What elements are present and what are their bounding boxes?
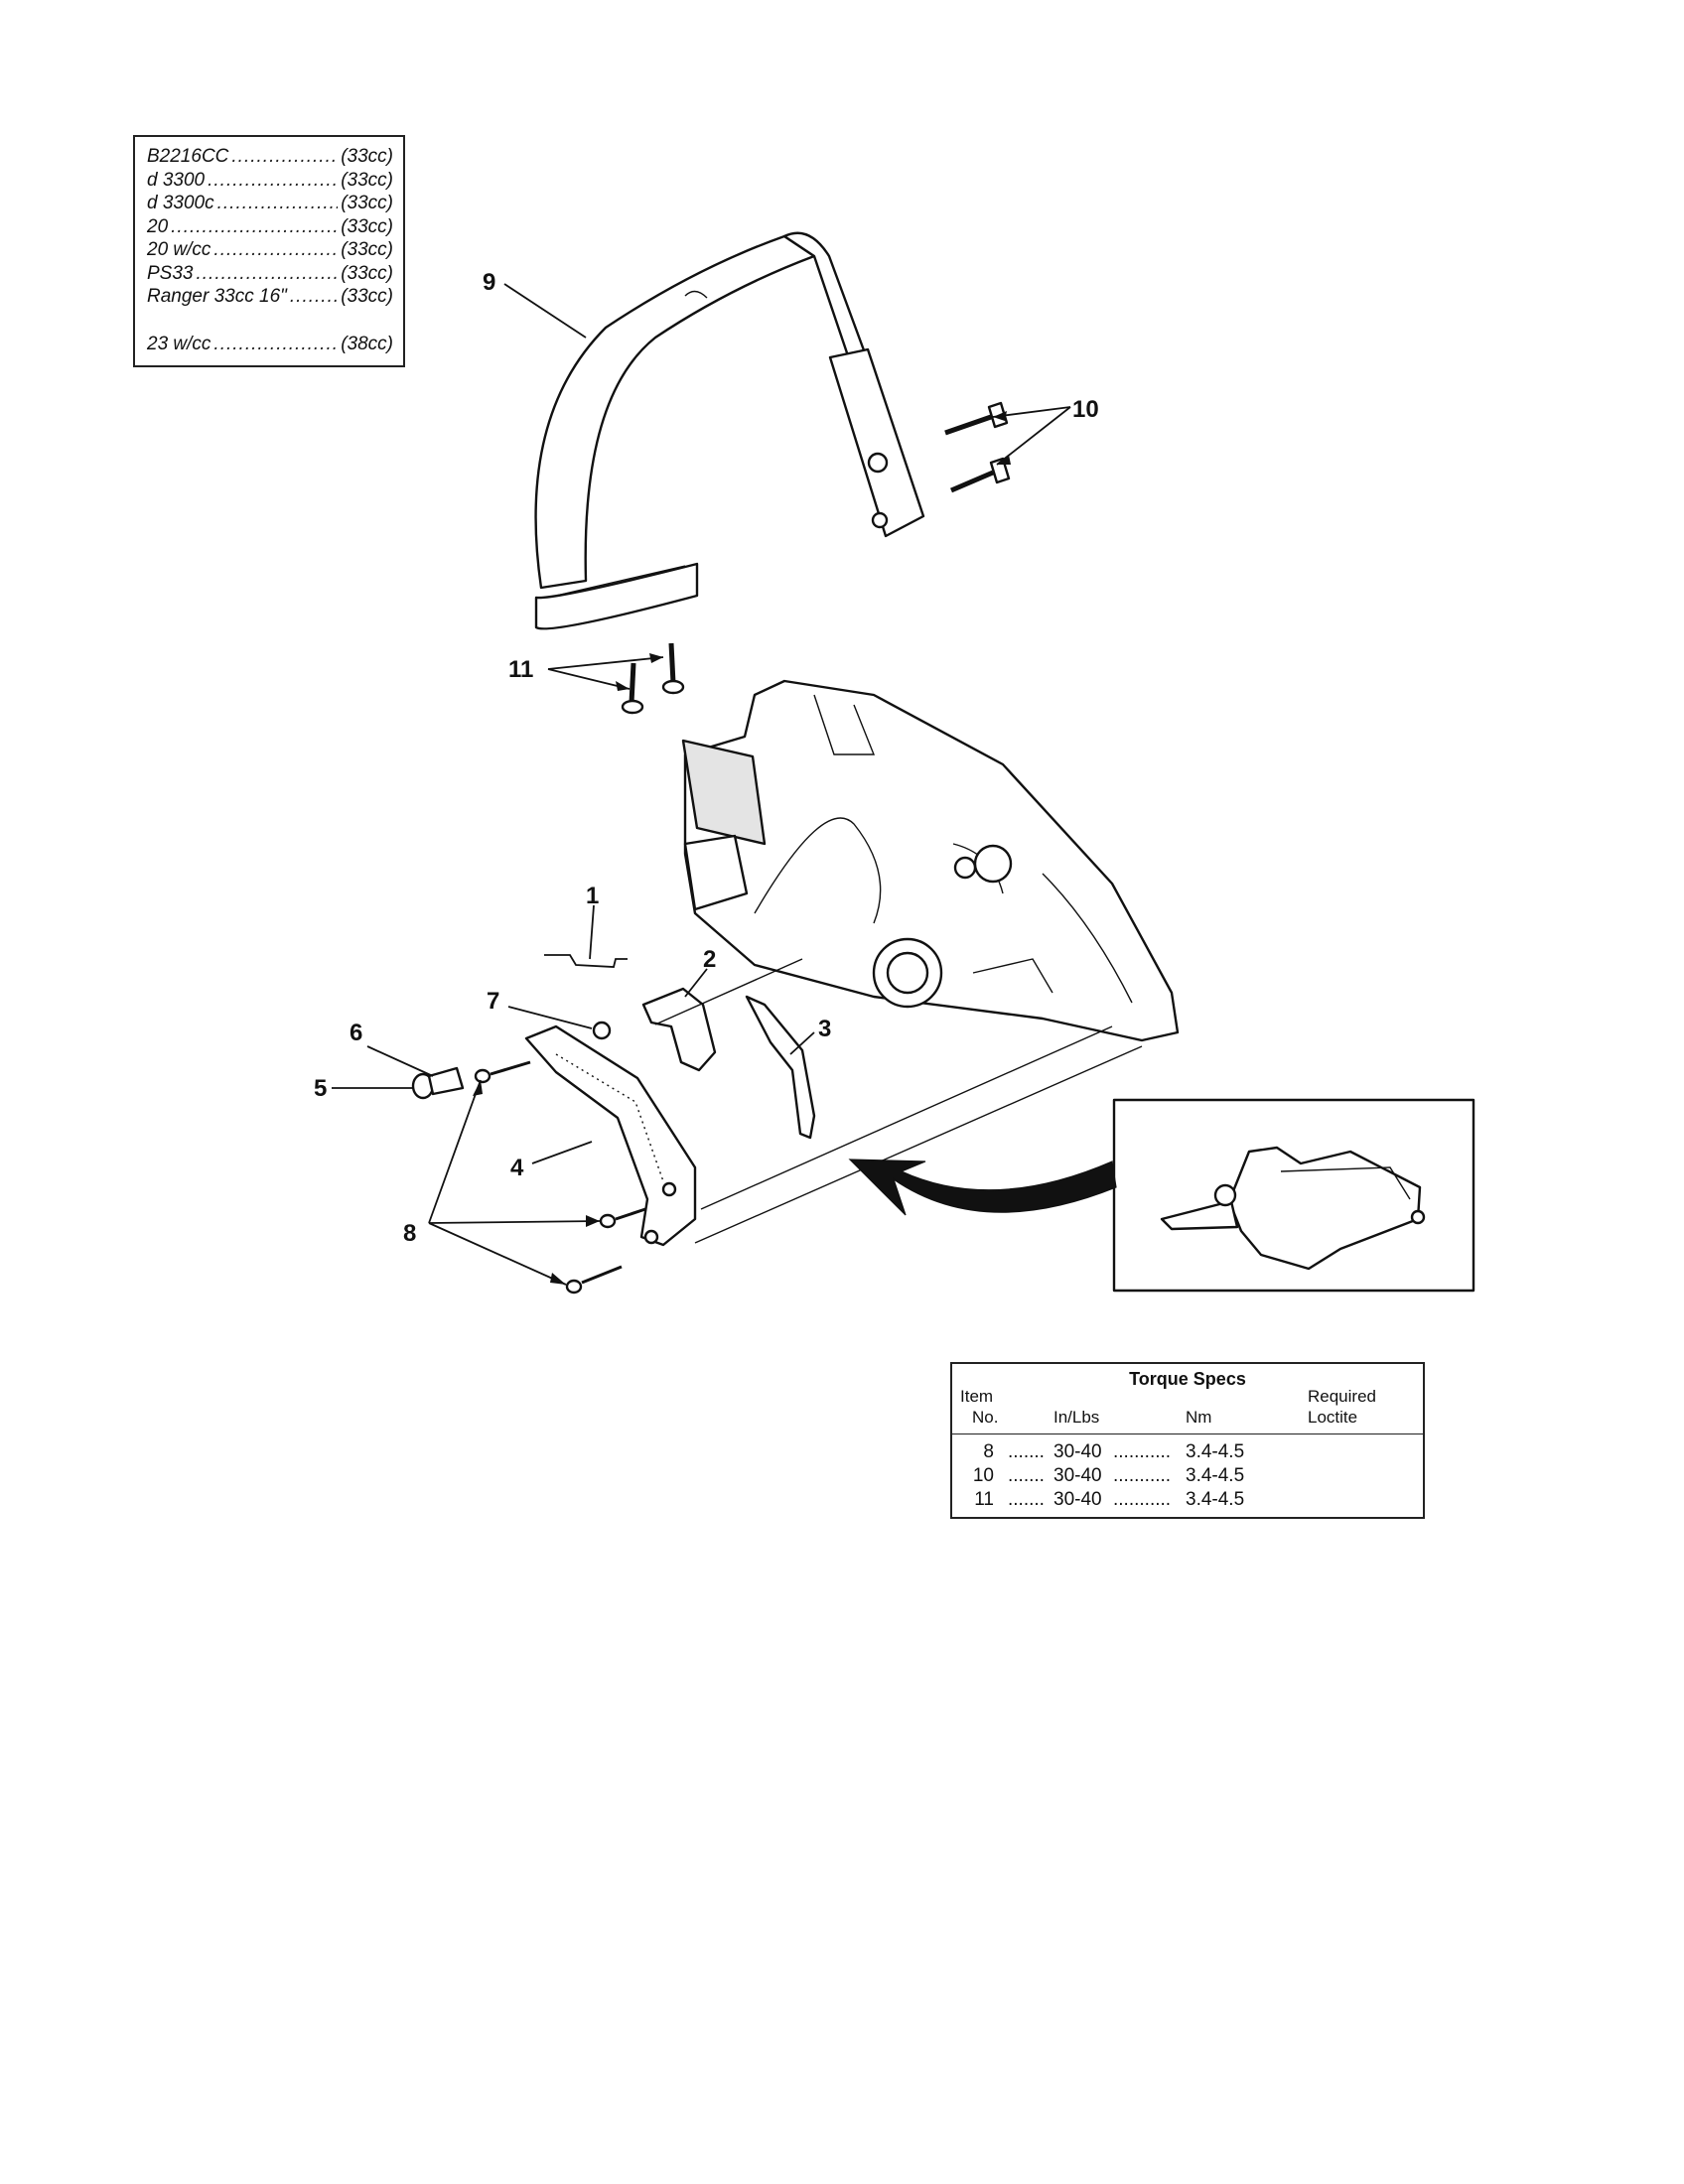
trigger-link-3 <box>745 995 816 1140</box>
callout-11: 11 <box>508 656 533 683</box>
screw-5-and-spring-6 <box>411 1066 465 1100</box>
callout-5: 5 <box>314 1075 327 1102</box>
screw-11-right <box>661 642 685 695</box>
callout-6: 6 <box>350 1020 362 1046</box>
model-row: 23 w/cc(38cc) <box>147 333 393 356</box>
detail-inset <box>1112 1098 1475 1293</box>
callout-4: 4 <box>510 1155 524 1181</box>
header-item: Item <box>960 1387 994 1406</box>
crankcase-housing <box>681 679 1180 1042</box>
torque-row: 10 30-40 3.4-4.5 <box>952 1465 1423 1489</box>
screws-8 <box>474 1060 646 1295</box>
handle-cover-4 <box>524 1024 697 1247</box>
callout-10: 10 <box>1072 396 1099 423</box>
model-row: PS33(33cc) <box>147 262 393 286</box>
torque-row: 8 30-40 3.4-4.5 <box>952 1441 1423 1465</box>
model-row: d 3300(33cc) <box>147 169 393 193</box>
torque-specs-table: Torque Specs Item No. In/Lbs Nm Required… <box>950 1362 1425 1519</box>
torque-specs-title: Torque Specs <box>1129 1369 1246 1389</box>
callout-1: 1 <box>586 883 599 909</box>
washer-7 <box>592 1021 612 1040</box>
model-row: d 3300c(33cc) <box>147 192 393 215</box>
leader-lines <box>332 283 1071 1286</box>
trigger-2 <box>641 987 717 1072</box>
header-no: No. <box>972 1408 999 1427</box>
model-row: B2216CC(33cc) <box>147 145 393 169</box>
screw-11-left <box>621 662 644 715</box>
callout-2: 2 <box>703 946 716 973</box>
assembly-guide-lines <box>654 958 1143 1244</box>
front-handle-bar <box>534 231 925 630</box>
header-loctite: Loctite <box>1308 1408 1358 1427</box>
callout-9: 9 <box>483 269 495 296</box>
model-row: Ranger 33cc 16"(33cc) <box>147 285 393 309</box>
detail-arrow <box>848 1159 1117 1216</box>
header-inlbs: In/Lbs <box>1053 1408 1100 1427</box>
header-required: Required <box>1308 1387 1376 1406</box>
callout-8: 8 <box>403 1220 416 1247</box>
torque-row: 11 30-40 3.4-4.5 <box>952 1489 1423 1513</box>
model-list-box: B2216CC(33cc) d 3300(33cc) d 3300c(33cc)… <box>133 135 405 367</box>
header-nm: Nm <box>1186 1408 1212 1427</box>
model-row: 20(33cc) <box>147 215 393 239</box>
callout-3: 3 <box>818 1016 831 1042</box>
wire-spring-1 <box>544 954 628 968</box>
model-row: 20 w/cc(33cc) <box>147 238 393 262</box>
callout-7: 7 <box>487 988 499 1015</box>
